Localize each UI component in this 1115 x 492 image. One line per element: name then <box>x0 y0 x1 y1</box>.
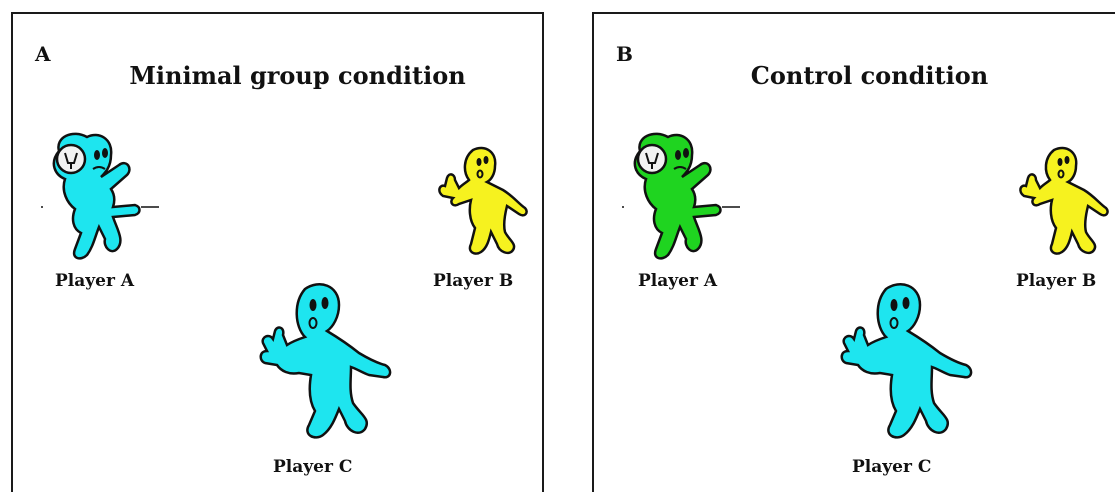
ball-icon <box>55 143 87 175</box>
panel-control: B Control condition Player A Player B Pl… <box>592 12 1115 492</box>
ball-icon <box>636 143 668 175</box>
player-c-label: Player C <box>273 457 353 477</box>
player-c-label: Player C <box>852 457 932 477</box>
panel-letter: B <box>616 42 633 66</box>
panel-title: Control condition <box>750 61 989 90</box>
player-a-label: Player A <box>55 271 135 291</box>
player-b-label: Player B <box>433 271 514 291</box>
player-c-waving-icon <box>840 283 973 439</box>
panel-minimal-group: A Minimal group condition Player A Playe… <box>11 12 544 492</box>
panel-letter: A <box>35 42 51 66</box>
panel-title: Minimal group condition <box>129 61 466 90</box>
player-b-label: Player B <box>1016 271 1097 291</box>
player-b-waving-icon <box>1019 146 1109 255</box>
player-a-thrower-icon <box>41 132 159 260</box>
player-c-waving-icon <box>259 283 392 439</box>
player-a-label: Player A <box>638 271 718 291</box>
player-b-waving-icon <box>438 146 528 255</box>
player-a-thrower-icon <box>622 132 740 260</box>
